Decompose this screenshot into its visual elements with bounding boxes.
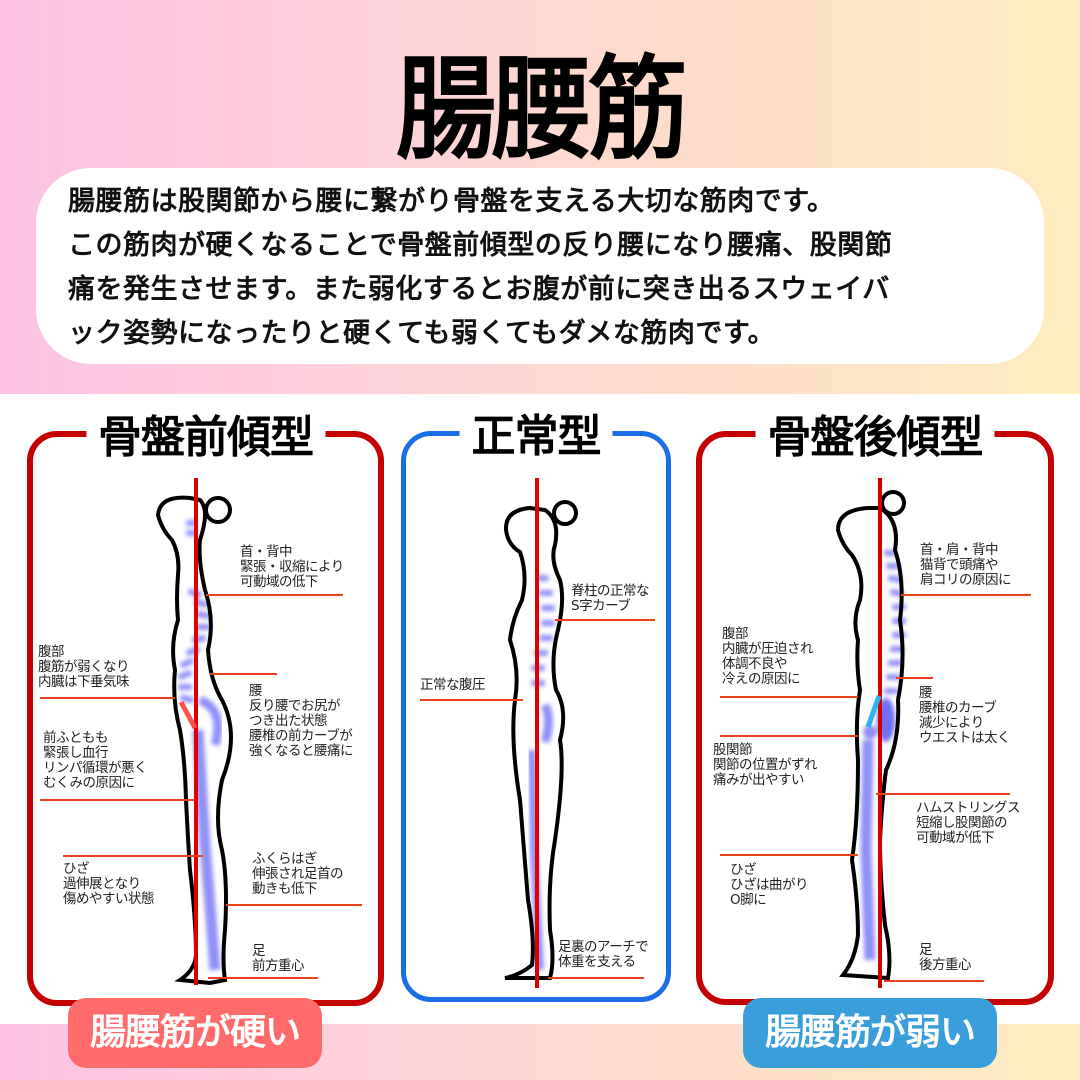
panel-normal: 正常型 (401, 400, 671, 1002)
label-neck-back: 首・背中 緊張・収縮により 可動域の低下 (240, 544, 344, 590)
panel-title-normal: 正常型 (459, 400, 613, 464)
label-foot: 足 前方重心 (252, 943, 305, 974)
label-knee: ひざ 過伸展となり 傷めやすい状態 (63, 861, 155, 907)
label-knee-posterior: ひざ ひざは曲がり O脚に (730, 862, 809, 908)
label-hip-joint: 股関節 関節の位置がずれ 痛みが出やすい (713, 742, 818, 788)
label-abdomen-posterior: 腹部 内臓が圧迫され 体調不良や 冷えの原因に (722, 626, 814, 687)
label-calf: ふくらはぎ 伸張され足首の 動きも低下 (252, 851, 344, 897)
label-s-curve: 脊柱の正常な S字カーブ (571, 583, 650, 614)
page-title: 腸腰筋 (396, 43, 688, 175)
label-foot-posterior: 足 後方重心 (919, 942, 972, 973)
intro-card: 腸腰筋は股関節から腰に繋がり骨盤を支える大切な筋肉です。 この筋肉が硬くなること… (36, 168, 1044, 364)
label-abdominal-pressure: 正常な腹圧 (420, 677, 486, 693)
label-front-thigh: 前ふともも 緊張し血行 リンパ循環が悪く むくみの原因に (43, 730, 148, 791)
label-neck-shoulder-back: 首・肩・背中 猫背で頭痛や 肩コリの原因に (920, 542, 1012, 588)
label-hamstrings: ハムストリングス 短縮し股関節の 可動域が低下 (916, 800, 1021, 846)
panel-title-anterior: 骨盤前傾型 (86, 401, 325, 465)
label-abdomen: 腹部 腹筋が弱くなり 内臓は下垂気味 (38, 644, 130, 690)
intro-text: 腸腰筋は股関節から腰に繋がり骨盤を支える大切な筋肉です。 この筋肉が硬くなること… (68, 186, 893, 349)
badge-psoas-tight: 腸腰筋が硬い (68, 998, 322, 1068)
label-lower-back: 腰 反り腰でお尻が つき出た状態 腰椎の前カーブが 強くなると腰痛に (249, 683, 354, 759)
panel-title-posterior: 骨盤後傾型 (755, 401, 995, 465)
label-lower-back-posterior: 腰 腰椎のカーブ 減少により ウエストは太く (919, 685, 1011, 746)
badge-psoas-weak: 腸腰筋が弱い (743, 998, 997, 1068)
label-foot-arch: 足裏のアーチで 体重を支える (558, 939, 649, 970)
